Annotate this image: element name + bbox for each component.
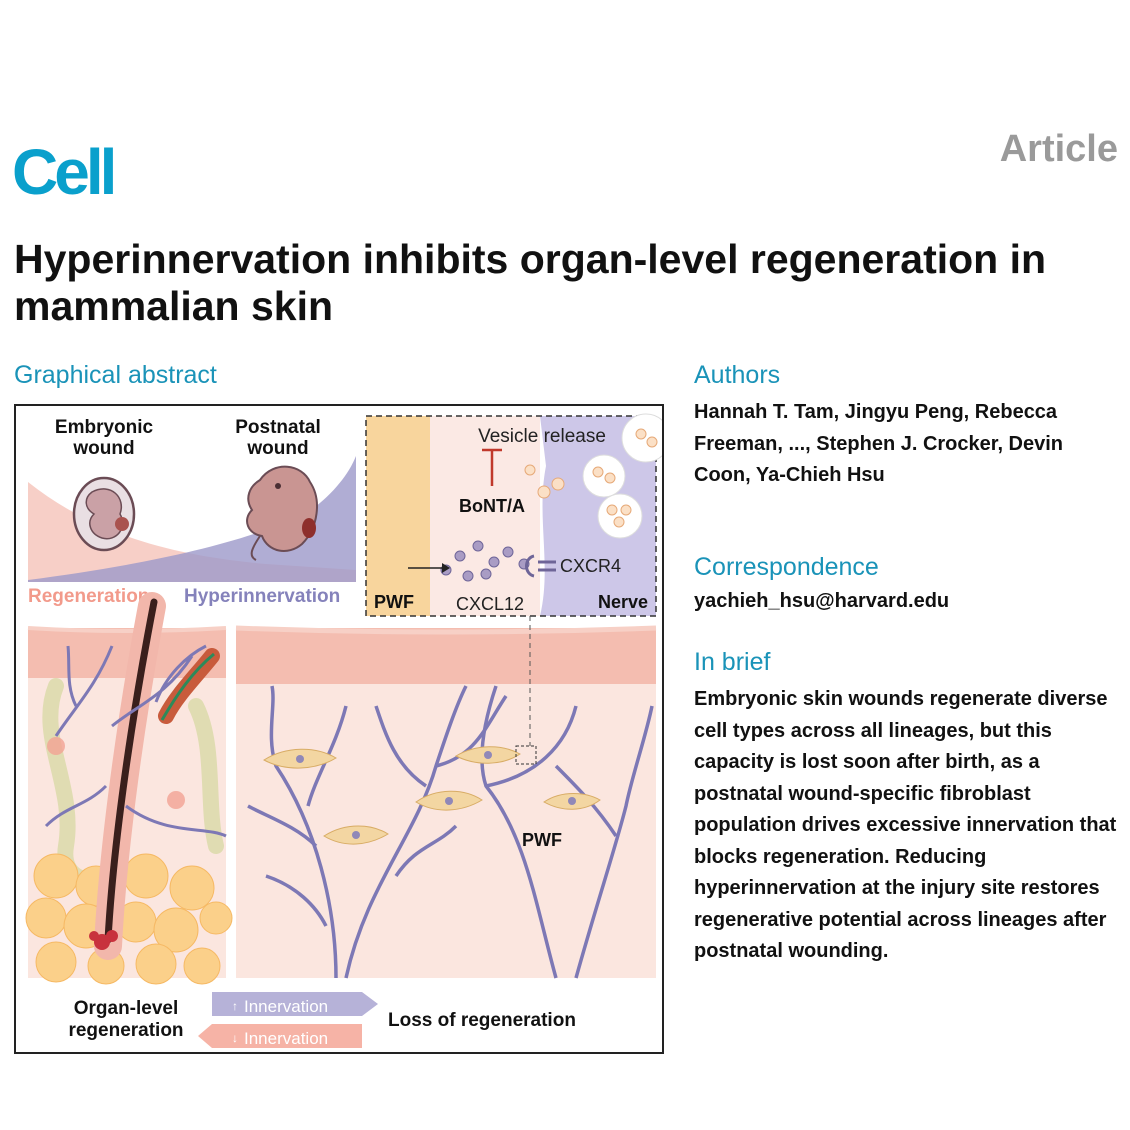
embryonic-wound-label: Embryonic <box>55 417 154 438</box>
arrow-right-icon <box>408 563 450 573</box>
graphical-abstract-heading: Graphical abstract <box>14 361 217 389</box>
organ-level-label-2: regeneration <box>68 1020 183 1041</box>
correspondence-email[interactable]: yachieh_hsu@harvard.edu <box>694 590 950 612</box>
bottom-legend: Organ-level regeneration ↑ Innervation ↓… <box>68 992 576 1048</box>
cxcr4-label: CXCR4 <box>560 556 621 576</box>
correspondence-heading: Correspondence <box>694 553 879 581</box>
in-brief-heading: In brief <box>694 648 771 676</box>
postnatal-pup-icon <box>246 465 318 561</box>
embryonic-wound-label-2: wound <box>72 438 134 459</box>
authors-list: Hannah T. Tam, Jingyu Peng, Rebecca Free… <box>694 401 1064 486</box>
graphical-abstract-figure: Embryonic wound Postnatal wound Regenera… <box>14 404 664 1054</box>
loss-of-regeneration-label: Loss of regeneration <box>388 1010 576 1031</box>
regenerated-skin-panel <box>25 592 233 985</box>
cxcl12-label: CXCL12 <box>456 594 524 614</box>
vesicle-release-label: Vesicle release <box>478 426 606 447</box>
innervation-down-arrow <box>198 1024 362 1048</box>
article-type-label: Article <box>999 128 1118 170</box>
authors-heading: Authors <box>694 361 781 389</box>
fat-cells <box>25 853 233 985</box>
down-arrow-icon: ↓ <box>232 1031 238 1045</box>
innervation-down-label: Innervation <box>244 1029 328 1048</box>
innervation-up-label: Innervation <box>244 997 328 1016</box>
organ-level-label: Organ-level <box>74 998 179 1019</box>
pwf-skin-label: PWF <box>522 830 562 850</box>
postnatal-wound-label: Postnatal <box>235 417 321 438</box>
postnatal-wound-label-2: wound <box>246 438 308 459</box>
journal-logo: Cell <box>12 136 117 208</box>
pwf-inset-label: PWF <box>374 592 414 612</box>
innervation-up-arrow <box>212 992 378 1016</box>
up-arrow-icon: ↑ <box>232 999 238 1013</box>
molecular-mechanism-inset: Vesicle release BoNT/A CXCR4 CXCL12 PWF … <box>365 413 662 617</box>
nerve-label: Nerve <box>598 592 648 612</box>
inhibition-icon <box>482 448 502 486</box>
article-title: Hyperinnervation inhibits organ-level re… <box>14 236 1047 329</box>
nerve-fibers <box>247 685 654 979</box>
hyperinnervation-label: Hyperinnervation <box>184 586 340 607</box>
in-brief-text: Embryonic skin wounds regenerate diverse… <box>694 688 1117 962</box>
regeneration-label: Regeneration <box>28 586 149 607</box>
cxcr4-receptor-icon <box>525 554 556 578</box>
wound-comparison-panel: Embryonic wound Postnatal wound Regenera… <box>28 417 356 607</box>
embryo-icon <box>72 476 136 552</box>
bont-a-label: BoNT/A <box>459 496 525 516</box>
hyperinnervated-skin-panel: PWF <box>235 616 657 979</box>
